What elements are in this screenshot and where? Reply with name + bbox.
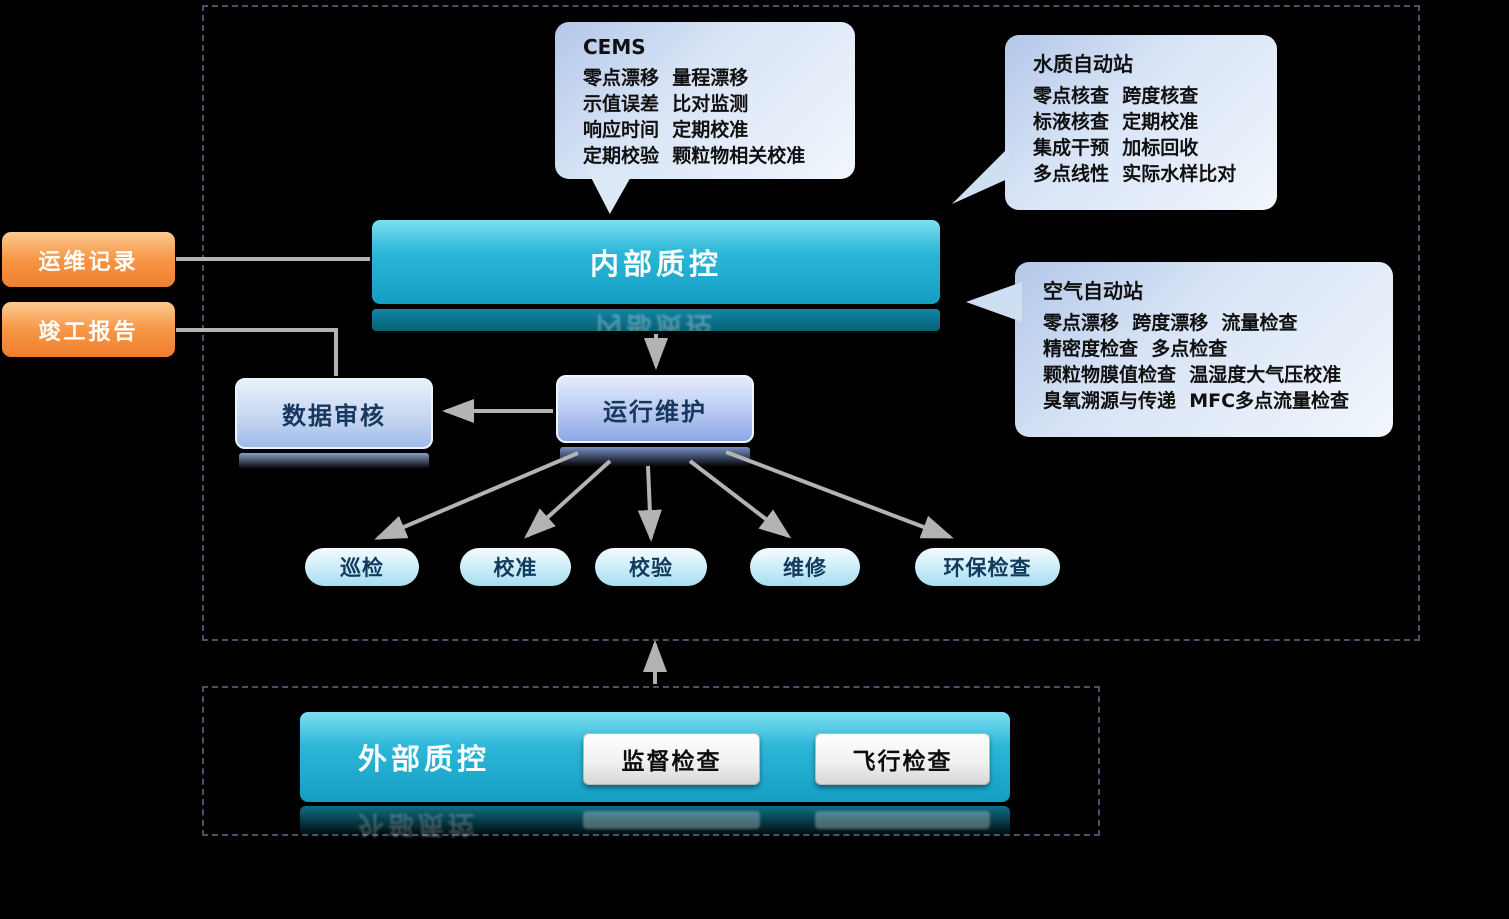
air-station-line: 零点漂移 跨度漂移 流量检查 — [1043, 312, 1298, 334]
supervision-check-node: 监督检查 — [583, 733, 760, 785]
internal-qc-bar: 内部质控 — [372, 220, 940, 304]
task-pill-text: 环保检查 — [943, 556, 1032, 580]
external-qc-reflection: 外部质控 — [300, 806, 1010, 838]
water-station-line: 标液核查 定期校准 — [1033, 111, 1199, 133]
cems-callout-title: CEMS — [583, 35, 646, 59]
water-station-callout: 水质自动站 零点核查 跨度核查 标液核查 定期校准 集成干预 加标回收 多点线性… — [1005, 35, 1277, 210]
air-station-line: 颗粒物膜值检查 温湿度大气压校准 — [1043, 364, 1342, 386]
cems-line: 响应时间 定期校准 — [583, 119, 749, 141]
air-station-line: 精密度检查 多点检查 — [1043, 338, 1228, 360]
cems-line: 示值误差 比对监测 — [583, 93, 749, 115]
task-pill-text: 维修 — [783, 556, 827, 580]
internal-qc-reflection-text: 内部质控 — [595, 310, 716, 331]
flight-check-reflection — [815, 811, 990, 829]
internal-qc-frame — [202, 5, 1420, 641]
external-qc-reflection-text: 外部质控 — [358, 809, 479, 838]
operation-maintenance-text: 运行维护 — [603, 397, 707, 426]
cems-callout: CEMS 零点漂移 量程漂移 示值误差 比对监测 响应时间 定期校准 定期校验 … — [555, 22, 855, 179]
ops-record-text: 运维记录 — [38, 249, 139, 275]
task-pill-repair: 维修 — [750, 548, 860, 586]
task-pill-env-check: 环保检查 — [915, 548, 1060, 586]
operation-maintenance-reflection — [560, 447, 750, 467]
water-station-line: 多点线性 实际水样比对 — [1033, 163, 1237, 185]
external-qc-title: 外部质控 — [358, 742, 491, 776]
completion-report-text: 竣工报告 — [38, 319, 139, 345]
flight-check-text: 飞行检查 — [852, 749, 953, 775]
task-pill-inspection: 巡检 — [305, 548, 419, 586]
operation-maintenance-node: 运行维护 — [556, 375, 754, 443]
water-station-line: 集成干预 加标回收 — [1033, 137, 1199, 159]
task-pill-text: 巡检 — [340, 556, 384, 580]
task-pill-text: 校验 — [629, 556, 673, 580]
task-pill-text: 校准 — [493, 556, 538, 580]
data-review-text: 数据审核 — [282, 402, 386, 430]
ops-record-label: 运维记录 — [2, 232, 175, 287]
cems-line: 零点漂移 量程漂移 — [583, 67, 749, 89]
air-station-title: 空气自动站 — [1043, 279, 1143, 303]
completion-report-label: 竣工报告 — [2, 302, 175, 357]
air-station-line: 臭氧溯源与传递 MFC多点流量检查 — [1043, 390, 1350, 412]
internal-qc-reflection: 内部质控 — [372, 309, 940, 331]
cems-line: 定期校验 颗粒物相关校准 — [583, 145, 806, 167]
external-qc-bar: 外部质控 监督检查 飞行检查 — [300, 712, 1010, 802]
water-station-line: 零点核查 跨度核查 — [1033, 85, 1199, 107]
data-review-node: 数据审核 — [235, 378, 433, 449]
task-pill-calibration: 校准 — [460, 548, 571, 586]
flight-check-node: 飞行检查 — [815, 733, 990, 785]
supervision-check-text: 监督检查 — [621, 749, 722, 775]
air-station-callout: 空气自动站 零点漂移 跨度漂移 流量检查 精密度检查 多点检查 颗粒物膜值检查 … — [1015, 262, 1393, 437]
supervision-check-reflection — [583, 811, 760, 829]
internal-qc-title: 内部质控 — [589, 247, 722, 281]
task-pill-verification: 校验 — [595, 548, 707, 586]
data-review-reflection — [239, 453, 429, 469]
water-station-title: 水质自动站 — [1033, 52, 1133, 76]
